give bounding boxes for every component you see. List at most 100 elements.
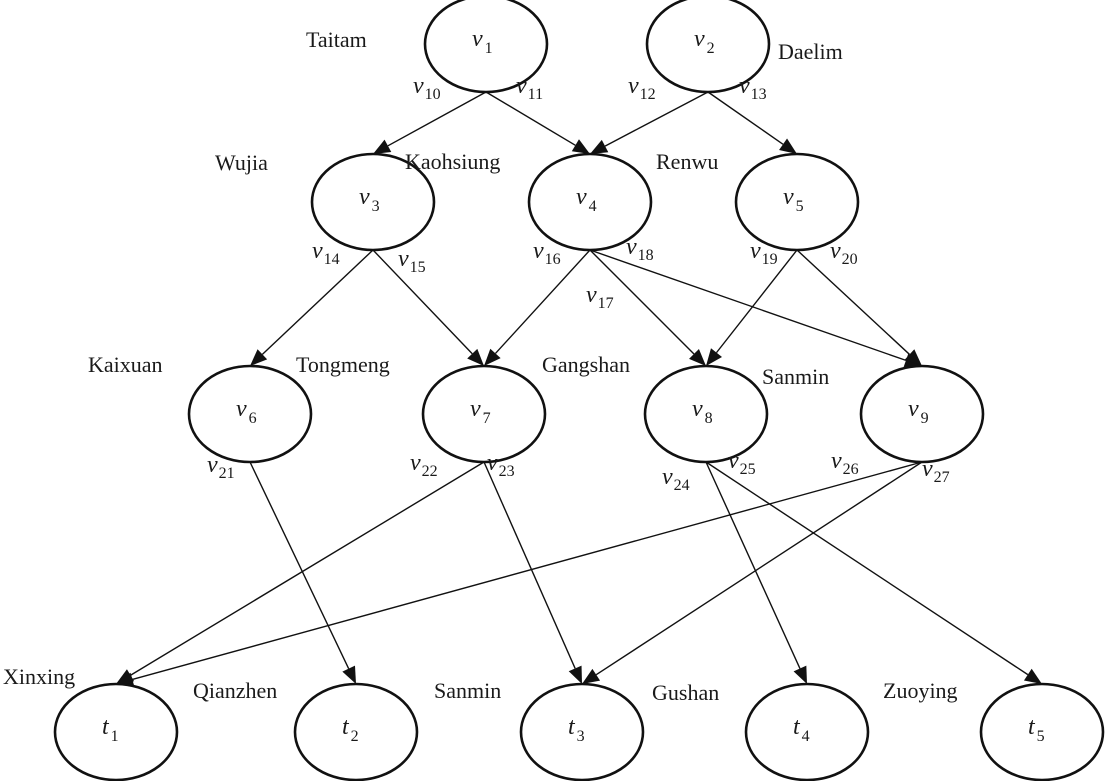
node-label-var: v	[576, 184, 587, 210]
arrowhead-v4-v7	[484, 348, 501, 366]
node-label-var: t	[793, 714, 801, 740]
edge-label-var: v	[533, 238, 544, 264]
place-label-v1: Taitam	[306, 27, 367, 52]
edge-v1-v4	[485, 91, 576, 146]
node-circle-v3	[310, 152, 436, 252]
arrowhead-v2-v4	[590, 139, 609, 154]
edge-v3-v7	[372, 249, 473, 355]
edge-label-var: v	[312, 238, 323, 264]
node-label-var: v	[908, 396, 919, 422]
place-label-v5: Renwu	[656, 149, 718, 174]
edge-label-var: v	[728, 448, 739, 474]
node-circle-v5	[734, 152, 860, 252]
edge-label-var: v	[487, 450, 498, 476]
node-label-sub: 1	[111, 728, 119, 745]
node-circle-v9	[859, 364, 985, 464]
arrowhead-v6-t2	[342, 665, 356, 684]
edge-label-sub: 25	[740, 461, 756, 478]
node-label-var: t	[568, 714, 576, 740]
edge-label-10: v10	[413, 73, 441, 103]
node-label-sub: 2	[351, 728, 359, 745]
node-label-var: v	[694, 26, 705, 52]
edge-v7-t1	[130, 461, 485, 676]
edge-label-var: v	[413, 73, 424, 99]
edge-label-var: v	[516, 73, 527, 99]
edge-v1-v3	[387, 91, 487, 147]
edge-v4-v7	[494, 249, 591, 354]
place-label-v6: Kaixuan	[88, 352, 163, 377]
edge-label-26: v26	[831, 448, 859, 478]
edge-label-23: v23	[487, 450, 515, 480]
edges-layer	[116, 91, 1042, 687]
edge-label-var: v	[398, 246, 409, 272]
node-label-var: v	[359, 184, 370, 210]
edge-label-14: v14	[312, 238, 340, 268]
node-label-var: t	[102, 714, 110, 740]
edge-v5-v9	[796, 249, 911, 355]
node-label-var: v	[470, 396, 481, 422]
place-label-t4: Gushan	[652, 680, 719, 705]
edge-label-var: v	[586, 282, 597, 308]
arrowhead-v8-t5	[1023, 668, 1042, 684]
edge-label-var: v	[739, 73, 750, 99]
node-circle-v2	[645, 0, 771, 94]
edge-v9-t1	[132, 461, 923, 681]
node-circle-t1	[53, 682, 179, 781]
edge-v4-v8	[589, 249, 695, 355]
node-label-var: t	[342, 714, 350, 740]
place-label-v2: Daelim	[778, 39, 843, 64]
node-label-var: t	[1028, 714, 1036, 740]
edge-v3-v6	[261, 249, 374, 355]
edge-label-var: v	[830, 238, 841, 264]
edge-v2-v5	[707, 91, 784, 145]
place-label-v7: Tongmeng	[296, 352, 390, 377]
place-label-t1: Xinxing	[3, 664, 75, 689]
place-label-v4: Kaohsiung	[405, 149, 500, 174]
arrowhead-v3-v7	[467, 348, 484, 366]
place-label-t5: Zuoying	[883, 678, 958, 703]
node-circle-v6	[187, 364, 313, 464]
node-label-var: v	[236, 396, 247, 422]
edge-label-sub: 12	[640, 86, 656, 103]
edge-label-16: v16	[533, 238, 561, 268]
arrowhead-v4-v8	[689, 349, 706, 366]
node-label-sub: 5	[1037, 728, 1045, 745]
edge-label-sub: 26	[843, 461, 859, 478]
arrowhead-v5-v8	[706, 348, 723, 366]
edge-label-sub: 17	[598, 295, 614, 312]
node-label-sub: 4	[589, 198, 597, 215]
node-label-sub: 7	[483, 410, 491, 427]
arrowhead-v7-t3	[568, 665, 582, 684]
node-label-sub: 8	[705, 410, 713, 427]
edge-label-27: v27	[922, 456, 950, 486]
edge-label-sub: 24	[674, 477, 690, 494]
node-circle-t5	[979, 682, 1105, 781]
edge-label-17: v17	[586, 282, 614, 312]
edge-v6-t2	[249, 461, 350, 669]
node-label-sub: 3	[372, 198, 380, 215]
edge-label-var: v	[922, 456, 933, 482]
arrowhead-v1-v4	[571, 139, 590, 154]
node-label-var: v	[783, 184, 794, 210]
edge-label-25: v25	[728, 448, 756, 478]
edge-label-20: v20	[830, 238, 858, 268]
arrowhead-v5-v9	[904, 349, 922, 366]
place-label-v3: Wujia	[215, 150, 268, 175]
